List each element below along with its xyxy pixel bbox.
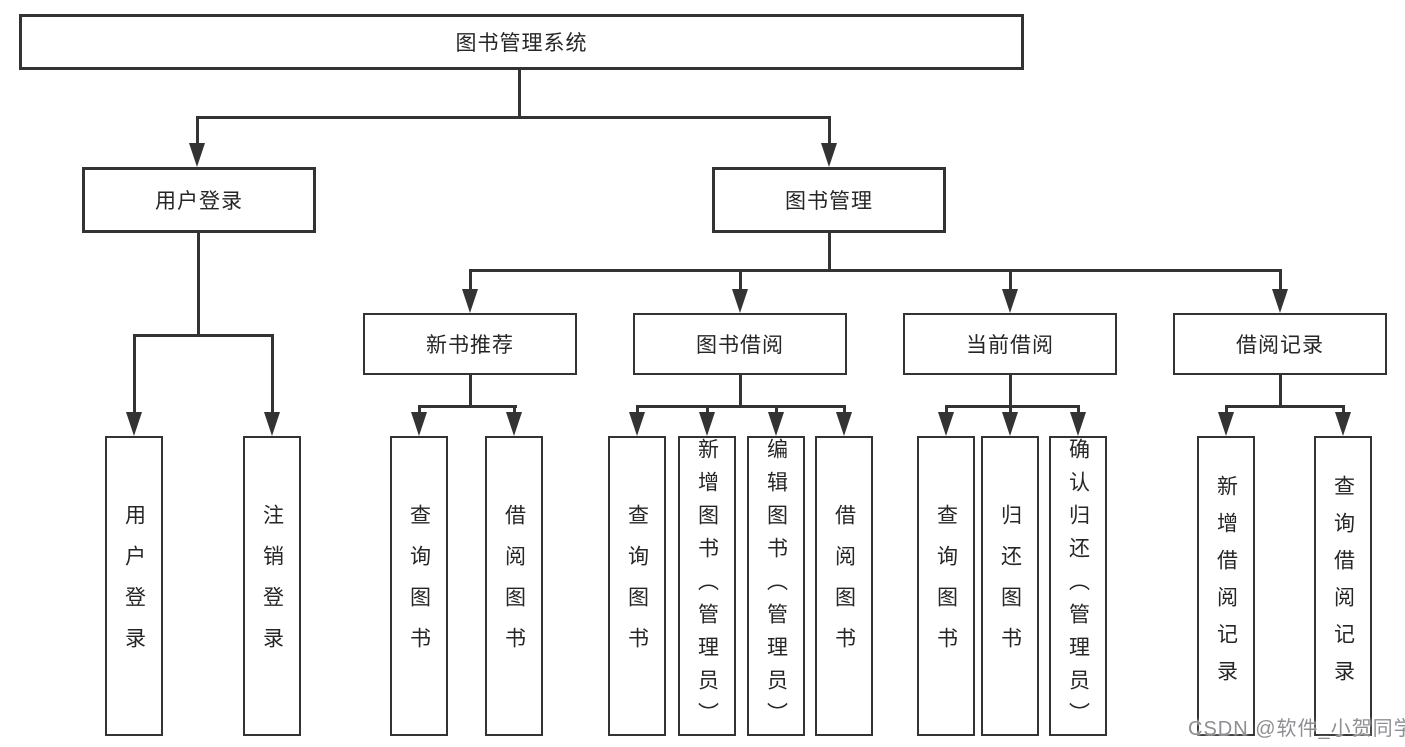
leaf-query-borrow-record-label: 查询借阅记录	[1331, 475, 1355, 697]
leaf-recommend-query-books-label: 查询图书	[407, 504, 431, 668]
connector-root-stem	[518, 70, 521, 118]
node-borrowing-records-label: 借阅记录	[1236, 334, 1324, 357]
connector-stub-current-confirm	[1077, 405, 1080, 414]
connector-stub-borrowing-add	[706, 405, 709, 414]
leaf-add-book-admin-label: 新增图书（管理员）	[695, 437, 719, 735]
connector-stub-records-query	[1342, 405, 1345, 414]
node-root-system-label: 图书管理系统	[455, 32, 588, 55]
leaf-query-borrow-record: 查询借阅记录	[1314, 436, 1372, 736]
leaf-edit-book-admin: 编辑图书（管理员）	[747, 436, 805, 736]
connector-root-splitter	[196, 116, 831, 119]
connector-records-splitter	[1225, 405, 1345, 408]
node-new-book-recommend-label: 新书推荐	[426, 334, 514, 357]
node-current-borrowing: 当前借阅	[903, 313, 1117, 375]
connector-stub-leaf-logout	[271, 334, 274, 414]
leaf-confirm-return-admin-label: 确认归还（管理员）	[1066, 437, 1090, 735]
arrowhead-current-confirm	[1070, 412, 1086, 436]
connector-stub-current-return	[1009, 405, 1012, 414]
watermark: CSDN @软件_小贺同学	[1188, 718, 1405, 740]
connector-stub-leaf-user-login	[133, 334, 136, 414]
leaf-add-borrow-record-label: 新增借阅记录	[1214, 475, 1238, 697]
arrowhead-recommend-borrow	[506, 412, 522, 436]
arrowhead-borrowing-records	[1272, 289, 1288, 313]
connector-stub-book-management	[828, 116, 831, 144]
node-current-borrowing-label: 当前借阅	[966, 334, 1054, 357]
leaf-return-books-label: 归还图书	[998, 504, 1022, 668]
node-new-book-recommend: 新书推荐	[363, 313, 577, 375]
node-book-borrowing: 图书借阅	[633, 313, 847, 375]
arrowhead-user-login	[189, 143, 205, 167]
connector-records-stem	[1279, 374, 1282, 407]
arrowhead-leaf-logout	[264, 412, 280, 436]
leaf-user-login: 用户登录	[105, 436, 163, 736]
arrowhead-book-management	[821, 143, 837, 167]
arrowhead-current-query	[938, 412, 954, 436]
arrowhead-current-borrowing	[1002, 289, 1018, 313]
arrowhead-current-return	[1002, 412, 1018, 436]
leaf-add-book-admin: 新增图书（管理员）	[678, 436, 736, 736]
arrowhead-new-book-recommend	[462, 289, 478, 313]
connector-user-login-stem	[197, 233, 200, 336]
leaf-current-query-books-label: 查询图书	[934, 504, 958, 668]
node-book-borrowing-label: 图书借阅	[696, 334, 784, 357]
node-user-login: 用户登录	[82, 167, 316, 233]
leaf-borrowing-borrow-books-label: 借阅图书	[832, 504, 856, 668]
connector-current-splitter	[945, 405, 1080, 408]
connector-stub-borrowing-query	[636, 405, 639, 414]
leaf-borrowing-query-books: 查询图书	[608, 436, 666, 736]
leaf-edit-book-admin-label: 编辑图书（管理员）	[764, 437, 788, 735]
arrowhead-borrowing-borrow	[836, 412, 852, 436]
arrowhead-records-add	[1218, 412, 1234, 436]
arrowhead-leaf-user-login	[126, 412, 142, 436]
leaf-return-books: 归还图书	[981, 436, 1039, 736]
leaf-add-borrow-record: 新增借阅记录	[1197, 436, 1255, 736]
connector-user-login-splitter	[133, 334, 274, 337]
leaf-current-query-books: 查询图书	[917, 436, 975, 736]
leaf-logout: 注销登录	[243, 436, 301, 736]
connector-current-stem	[1009, 374, 1012, 407]
leaf-borrowing-borrow-books: 借阅图书	[815, 436, 873, 736]
leaf-recommend-borrow-books-label: 借阅图书	[502, 504, 526, 668]
connector-stub-recommend-query	[418, 405, 421, 414]
leaf-user-login-label: 用户登录	[122, 504, 146, 668]
connector-stub-book-borrowing	[739, 269, 742, 291]
node-book-management-label: 图书管理	[785, 190, 873, 213]
arrowhead-borrowing-add	[699, 412, 715, 436]
arrowhead-borrowing-edit	[768, 412, 784, 436]
connector-stub-new-book-recommend	[469, 269, 472, 291]
node-root-system: 图书管理系统	[19, 14, 1024, 70]
arrowhead-recommend-query	[411, 412, 427, 436]
connector-stub-borrowing-borrow	[843, 405, 846, 414]
arrowhead-book-borrowing	[732, 289, 748, 313]
arrowhead-borrowing-query	[629, 412, 645, 436]
leaf-recommend-borrow-books: 借阅图书	[485, 436, 543, 736]
connector-stub-borrowing-edit	[775, 405, 778, 414]
connector-stub-records-add	[1225, 405, 1228, 414]
connector-recommend-splitter	[418, 405, 517, 408]
connector-stub-borrowing-records	[1279, 269, 1282, 291]
connector-recommend-stem	[469, 374, 472, 407]
leaf-recommend-query-books: 查询图书	[390, 436, 448, 736]
leaf-borrowing-query-books-label: 查询图书	[625, 504, 649, 668]
connector-stub-current-query	[945, 405, 948, 414]
connector-stub-recommend-borrow	[513, 405, 516, 414]
connector-borrowing-stem	[739, 374, 742, 407]
node-user-login-label: 用户登录	[155, 190, 243, 213]
connector-book-management-splitter	[469, 269, 1282, 272]
connector-book-management-stem	[828, 233, 831, 271]
node-book-management: 图书管理	[712, 167, 946, 233]
leaf-confirm-return-admin: 确认归还（管理员）	[1049, 436, 1107, 736]
node-borrowing-records: 借阅记录	[1173, 313, 1387, 375]
leaf-logout-label: 注销登录	[260, 504, 284, 668]
connector-borrowing-splitter	[636, 405, 846, 408]
connector-stub-current-borrowing	[1009, 269, 1012, 291]
arrowhead-records-query	[1335, 412, 1351, 436]
connector-stub-user-login	[196, 116, 199, 144]
